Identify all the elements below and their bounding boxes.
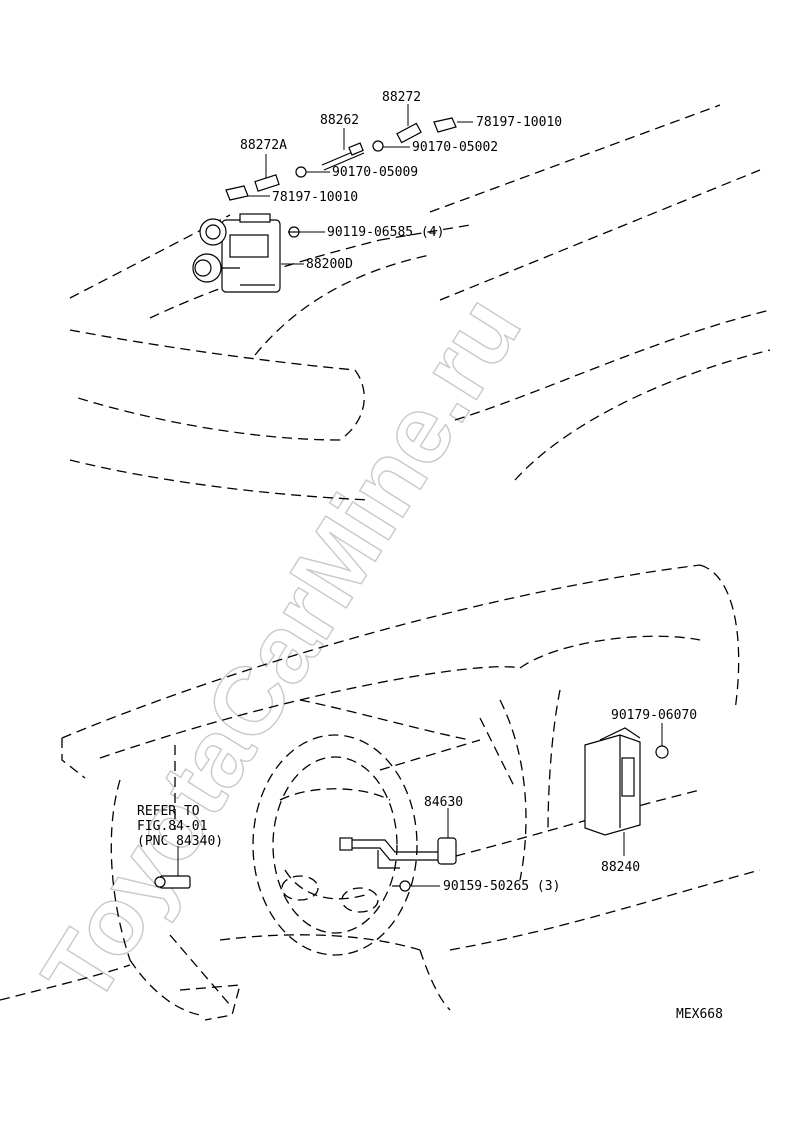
label-88262: 88262 bbox=[320, 113, 359, 128]
label-90170-05009: 90170-05009 bbox=[332, 165, 418, 180]
label-78197-top: 78197-10010 bbox=[476, 115, 562, 130]
upper-body-outline bbox=[69, 104, 771, 501]
lower-leaders bbox=[177, 723, 663, 887]
label-90119: 90119-06585 (4) bbox=[327, 225, 444, 240]
refer-line-1: REFER TO bbox=[137, 804, 200, 819]
label-90170-05002: 90170-05002 bbox=[412, 140, 498, 155]
cruise-ecu bbox=[584, 727, 641, 836]
refer-line-2: FIG.84-01 bbox=[137, 819, 207, 834]
cruise-actuator bbox=[192, 213, 281, 293]
label-84630: 84630 bbox=[424, 795, 463, 810]
upper-small-parts bbox=[225, 117, 457, 238]
label-88272a: 88272A bbox=[240, 138, 287, 153]
lower-dashboard-outline bbox=[0, 564, 761, 1021]
label-88272: 88272 bbox=[382, 90, 421, 105]
watermark-text: ToyotaCarMine.ru bbox=[22, 278, 541, 1021]
label-88240: 88240 bbox=[601, 860, 640, 875]
cruise-switch bbox=[339, 837, 457, 869]
figure-code: MEX668 bbox=[676, 1007, 723, 1022]
label-78197-mid: 78197-10010 bbox=[272, 190, 358, 205]
screw-90159 bbox=[399, 880, 411, 892]
steering-wheel bbox=[252, 734, 418, 956]
label-88200d: 88200D bbox=[306, 257, 353, 272]
stop-lamp-switch bbox=[154, 875, 191, 889]
upper-leaders bbox=[248, 104, 473, 265]
nut-90179 bbox=[655, 745, 669, 759]
label-90179: 90179-06070 bbox=[611, 708, 697, 723]
refer-line-3: (PNC 84340) bbox=[137, 834, 223, 849]
label-90159: 90159-50265 (3) bbox=[443, 879, 560, 894]
